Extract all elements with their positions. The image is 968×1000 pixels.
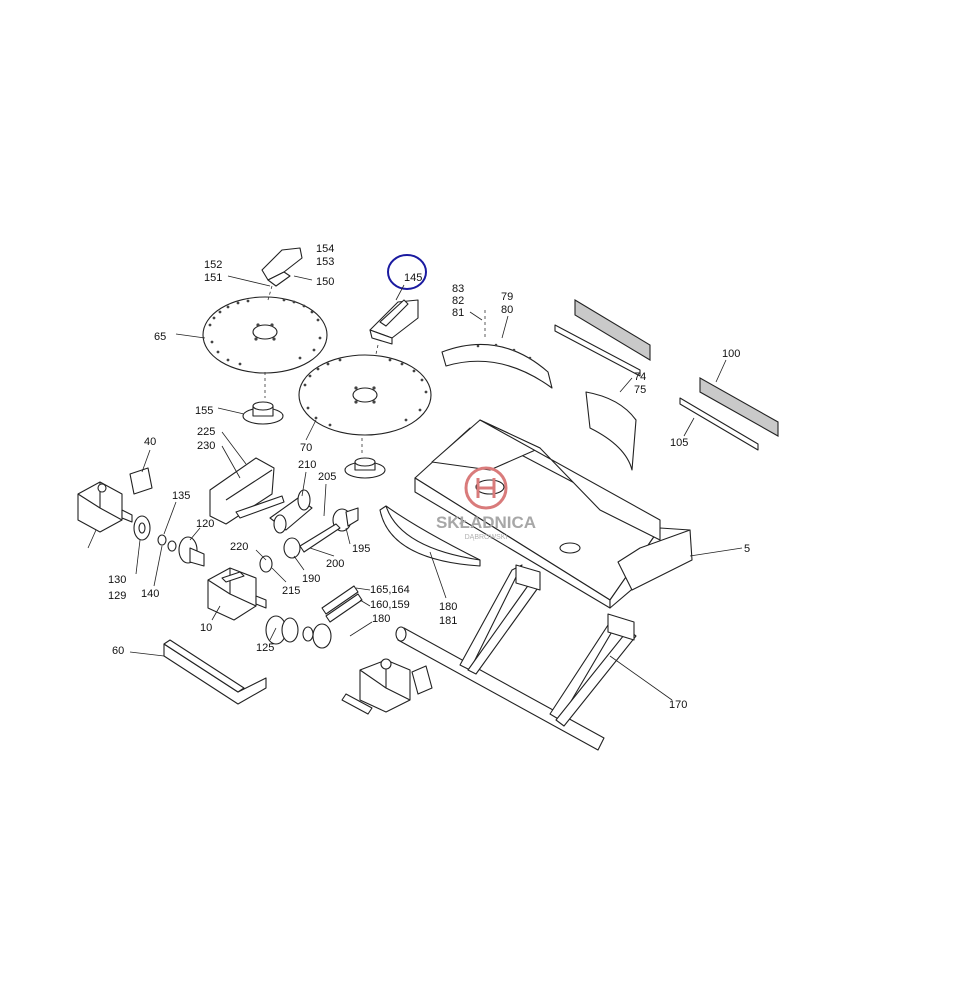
knife-block-145 (369, 299, 419, 345)
label-153: 153 (316, 256, 334, 268)
label-150: 150 (316, 276, 334, 288)
gearbox-10 (207, 567, 267, 621)
chain-160 (321, 585, 363, 623)
label-120: 120 (196, 518, 214, 530)
label-40: 40 (144, 436, 156, 448)
label-180-bottom: 180 (439, 601, 457, 613)
curved-plate-75 (585, 391, 637, 471)
label-230: 230 (197, 440, 215, 452)
label-155: 155 (195, 405, 213, 417)
label-181: 181 (439, 615, 457, 627)
label-140: 140 (141, 588, 159, 600)
blade-150 (261, 247, 303, 287)
label-225: 225 (197, 426, 215, 438)
label-220: 220 (230, 541, 248, 553)
label-5: 5 (744, 543, 750, 555)
plate-100 (679, 377, 779, 451)
plate-74-upper (554, 299, 651, 377)
plate-40 (129, 467, 153, 495)
coupling-210 (269, 489, 313, 534)
hub-155 (242, 372, 284, 425)
label-195: 195 (352, 543, 370, 555)
leader-lines (87, 275, 743, 701)
label-145: 145 (404, 272, 422, 284)
gearbox-bottom (341, 658, 433, 715)
label-79: 79 (501, 291, 513, 303)
label-135: 135 (172, 490, 190, 502)
label-129: 129 (108, 590, 126, 602)
label-60: 60 (112, 645, 124, 657)
stand-170 (395, 564, 637, 751)
watermark: SKŁADNICA DĄBROWSKI (436, 466, 536, 541)
label-125: 125 (256, 642, 274, 654)
washer-135 (167, 540, 177, 552)
label-82: 82 (452, 295, 464, 307)
label-215: 215 (282, 585, 300, 597)
disc-70 (298, 354, 432, 436)
highlight-circle (387, 254, 427, 290)
label-151: 151 (204, 272, 222, 284)
half-disc-180 (379, 505, 481, 567)
label-70: 70 (300, 442, 312, 454)
label-180-top: 180 (372, 613, 390, 625)
label-190: 190 (302, 573, 320, 585)
watermark-logo (464, 466, 508, 510)
sprocket-130 (133, 515, 151, 541)
label-83: 83 (452, 283, 464, 295)
sprocket-180 (302, 623, 332, 649)
label-10: 10 (200, 622, 212, 634)
curved-guard-79 (441, 310, 553, 389)
gearbox-130 (77, 481, 133, 533)
watermark-sub: DĄBROWSKI (465, 534, 508, 541)
label-205: 205 (318, 471, 336, 483)
label-210: 210 (298, 459, 316, 471)
sprocket-125 (265, 615, 299, 645)
disc-65 (202, 296, 328, 374)
label-200: 200 (326, 558, 344, 570)
label-105: 105 (670, 437, 688, 449)
label-165-164: 165,164 (370, 584, 410, 596)
label-74: 74 (634, 371, 646, 383)
label-160-159: 160,159 (370, 599, 410, 611)
washer-140 (157, 534, 167, 546)
watermark-brand: SKŁADNICA (436, 513, 536, 532)
label-65: 65 (154, 331, 166, 343)
part-195 (332, 507, 359, 532)
label-100: 100 (722, 348, 740, 360)
part-labels: 154 153 152 151 150 65 83 82 81 79 80 10… (108, 243, 750, 711)
part-190 (259, 537, 301, 573)
label-80: 80 (501, 304, 513, 316)
shaft-200 (299, 523, 341, 553)
cover-225 (209, 457, 285, 525)
label-130: 130 (108, 574, 126, 586)
label-154: 154 (316, 243, 334, 255)
hub-70 (344, 457, 386, 479)
label-75: 75 (634, 384, 646, 396)
label-81: 81 (452, 307, 464, 319)
label-152: 152 (204, 259, 222, 271)
label-170: 170 (669, 699, 687, 711)
plate-60 (163, 639, 267, 705)
sprocket-120 (178, 536, 205, 567)
